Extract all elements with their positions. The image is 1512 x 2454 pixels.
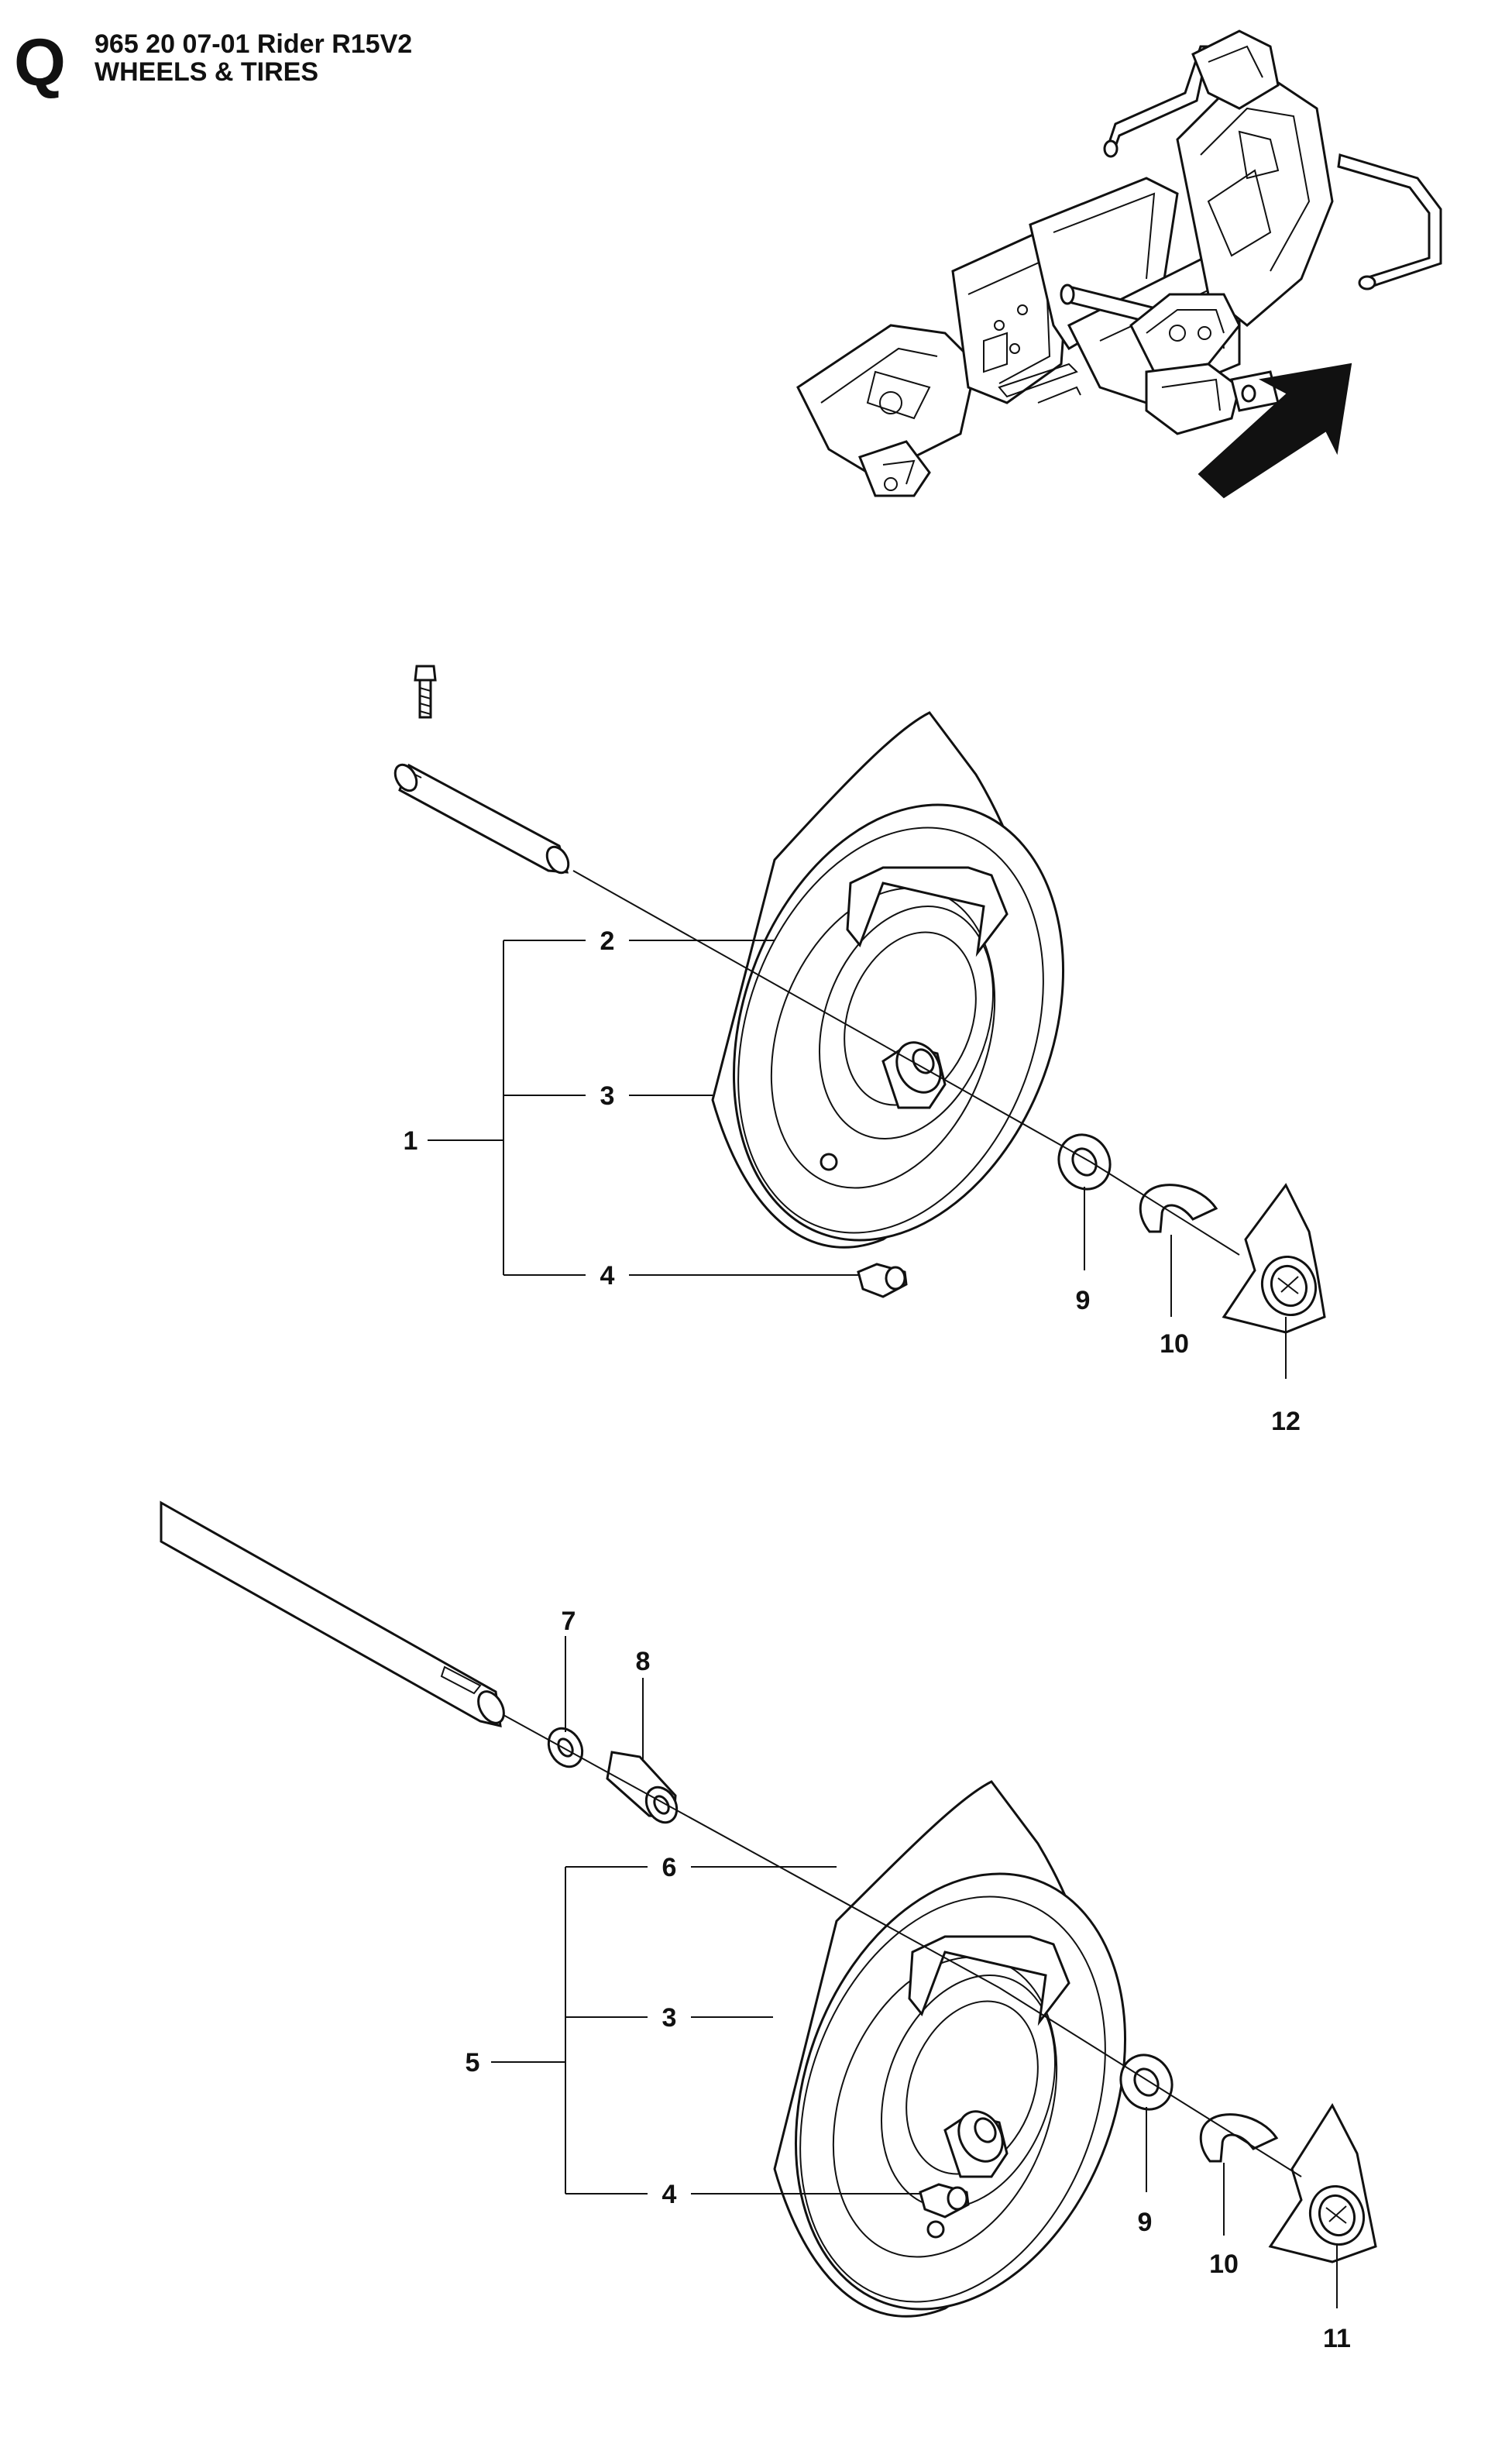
model-line: 965 20 07-01 Rider R15V2	[94, 29, 413, 59]
callout-10-rear: 10	[1209, 2250, 1239, 2279]
callout-3-rear: 3	[662, 2003, 677, 2033]
valve-part	[857, 1263, 908, 1298]
callout-11: 11	[1323, 2324, 1351, 2353]
front-callouts: 2 3 4 1 9 10 12	[404, 926, 1301, 1436]
bolt-part	[414, 665, 437, 719]
front-wheel-part	[711, 711, 1065, 1249]
callout-2: 2	[600, 926, 615, 956]
section-letter: Q	[14, 26, 66, 100]
callout-9: 9	[1076, 1286, 1091, 1315]
callout-4: 4	[600, 1261, 615, 1291]
rear-wheel-assembly	[160, 1500, 1377, 2318]
callout-9-rear: 9	[1138, 2208, 1153, 2237]
callout-10: 10	[1160, 1329, 1189, 1359]
rear-wheel-part	[773, 1780, 1127, 2318]
chassis-frame-icon	[796, 29, 1442, 497]
callout-4-rear: 4	[662, 2180, 677, 2209]
washer-part	[1057, 1133, 1112, 1191]
clip-part	[1139, 1184, 1218, 1233]
valve-part	[919, 2183, 970, 2219]
rear-callouts: 7 8 6 3 4 5 9 10 11	[466, 1607, 1351, 2353]
callout-5: 5	[466, 2048, 480, 2078]
callout-8: 8	[636, 1647, 651, 1676]
callout-1: 1	[404, 1126, 418, 1156]
callout-7: 7	[562, 1607, 576, 1636]
arrow-icon	[1198, 363, 1352, 499]
axle-pin-part	[393, 763, 570, 875]
hub-cap-part	[1222, 1183, 1326, 1334]
callout-6: 6	[662, 1853, 677, 1882]
callout-12: 12	[1271, 1407, 1301, 1436]
spacer-part	[606, 1751, 679, 1824]
section-title: WHEELS & TIRES	[94, 57, 319, 87]
hub-cap-part	[1268, 2102, 1377, 2263]
callout-3: 3	[600, 1081, 615, 1111]
front-wheel-assembly	[393, 665, 1326, 1379]
rear-axle-part	[160, 1500, 505, 1727]
washer-part	[1119, 2054, 1174, 2111]
